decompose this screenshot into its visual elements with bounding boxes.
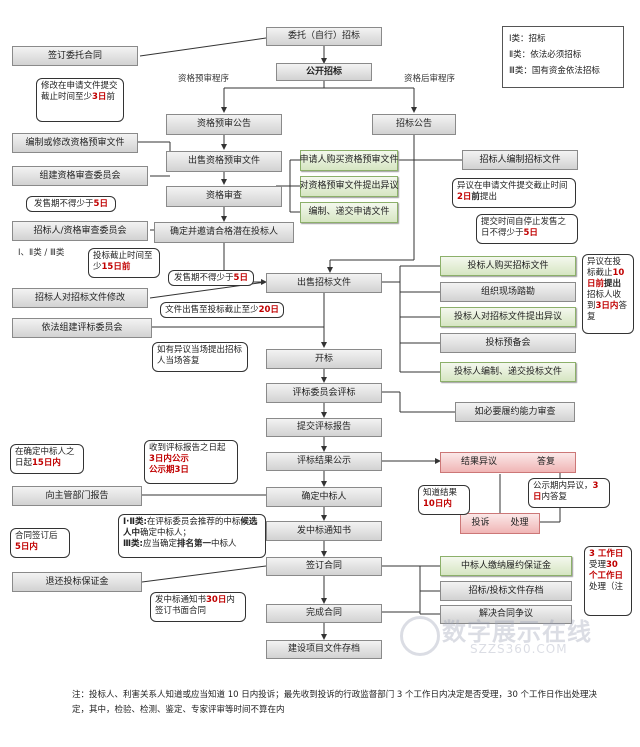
green-bianzhi-toubiao: 投标人编制、递交投标文件: [440, 362, 576, 382]
watermark-text: 数字展示在线: [442, 618, 592, 646]
legend-item-2: Ⅱ类：依法必须招标: [509, 50, 582, 60]
legend-item-3: Ⅲ类：国有资金依法招标: [509, 66, 600, 76]
node-tijiao-baogao: 提交评标报告: [266, 418, 382, 437]
callout-c16: 发中标通知书30日内签订书面合同: [150, 592, 246, 622]
box-lvyue-shencha: 如必要履约能力审查: [455, 402, 575, 422]
callout-c17: 3 工作日受理30 个工作日处理（注: [584, 546, 632, 616]
node-pingbiao-weiyuanhui: 评标委员会评标: [266, 383, 382, 403]
box-zujian-shencha: 组建资格审查委员会: [12, 166, 148, 186]
box-xiugai-zhaobiao: 招标人对招标文件修改: [12, 288, 148, 308]
node-fa-tongzhishu: 发中标通知书: [266, 521, 382, 541]
green-goumai-zhaobiao: 投标人购买招标文件: [440, 256, 576, 276]
callout-c9: 如有异议当场提出招标人当场答复: [152, 342, 248, 372]
node-kaibiao: 开标: [266, 349, 382, 369]
box-xiang-zhuguan: 向主管部门报告: [12, 486, 142, 506]
watermark: 数字展示在线 SZZS360.COM: [400, 612, 630, 660]
watermark-url: SZZS360.COM: [470, 642, 568, 656]
node-queding-zhongbiao: 确定中标人: [266, 487, 382, 507]
red-jieguo-yiyi-label: 结果异议: [460, 457, 497, 467]
node-zige-shencha: 资格审查: [166, 186, 282, 207]
node-qianding-hetong: 签订合同: [266, 557, 382, 576]
box-bianzhi-xiugai: 编制或修改资格预审文件: [12, 133, 138, 153]
box-zujian-pingbiao: 依法组建评标委员会: [12, 318, 152, 338]
green-bianzhi-dijiao: 编制、递交申请文件: [300, 202, 398, 223]
label-prequal: 资格预审程序: [178, 74, 230, 84]
green-zhaobiao-yiyi: 投标人对招标文件提出异议: [440, 307, 576, 327]
box-zuzhi-taka: 组织现场踏勘: [440, 282, 576, 302]
box-toubiao-cundang: 招标/投标文件存档: [440, 581, 572, 601]
label-postqual: 资格后审程序: [404, 74, 456, 84]
callout-c3: 异议在申请文件提交截止时间2日前提出: [452, 178, 576, 208]
node-pingbiao-gongshi: 评标结果公示: [266, 452, 382, 471]
callout-c4: 提交时间自停止发售之日不得少于5日: [476, 214, 578, 244]
node-wancheng-hetong: 完成合同: [266, 604, 382, 623]
node-weituo: 委托（自行）招标: [266, 27, 382, 46]
callout-c5: 投标截止时间至少15日前: [88, 248, 160, 278]
legend-item-1: Ⅰ类：招标: [509, 34, 546, 44]
footer-note: 注：投标人、利害关系人知道或应当知道 10 日内投诉；最先收到投诉的行政监督部门…: [72, 690, 598, 715]
box-tuihuan-baozhengjin: 退还投标保证金: [12, 572, 142, 592]
node-shoumai-zhaobiao: 出售招标文件: [266, 273, 382, 293]
callout-c8: 异议在投标截止10日前提出招标人收到3日内答复: [582, 254, 634, 334]
callout-c14: Ⅰ·Ⅱ类:在评标委员会推荐的中标候选人中确定中标人；Ⅲ类:应当确定排名第一中标人: [118, 514, 266, 558]
node-jianshe-cundang: 建设项目文件存档: [266, 640, 382, 659]
legend: Ⅰ类：招标 Ⅱ类：依法必须招标 Ⅲ类：国有资金依法招标: [502, 26, 624, 88]
box-zhaobiaoren-weiyuanhui: 招标人/资格审查委员会: [12, 221, 148, 241]
node-shoumai-yushen: 出售资格预审文件: [166, 151, 282, 172]
box-toubiao-yubeihui: 投标预备会: [440, 333, 576, 353]
green-tichu-yiyi: 对资格预审文件提出异议: [300, 176, 399, 197]
callout-c2: 发售期不得少于5日: [26, 196, 116, 212]
callout-c7: 文件出售至投标截止至少20日: [160, 302, 284, 318]
label-category: Ⅰ、Ⅱ类 / Ⅲ类: [18, 248, 65, 258]
node-queding-yaoqing: 确定并邀请合格潜在投标人: [154, 222, 294, 243]
red-chuli-label: 处理: [510, 518, 529, 528]
callout-c6: 发售期不得少于5日: [168, 270, 254, 286]
box-jiejue-zhengyi: 解决合同争议: [440, 605, 572, 624]
watermark-logo-icon: [400, 616, 440, 656]
node-gongkai: 公开招标: [276, 63, 372, 81]
callout-c12: 公示期内异议，3日内答复: [528, 478, 610, 508]
red-dafu-label: 答复: [536, 457, 555, 467]
red-tousu: 投诉 处理: [460, 513, 540, 534]
box-bianzhi-zhaobiao: 招标人编制招标文件: [462, 150, 578, 170]
red-tousu-label: 投诉: [471, 518, 490, 528]
red-jieguo-yiyi: 结果异议 答复: [440, 452, 576, 473]
green-shenqing-goumai: 申请人购买资格预审文件: [300, 150, 399, 171]
box-qianding-weituo: 签订委托合同: [12, 46, 138, 66]
node-zige-gonggao: 资格预审公告: [166, 114, 282, 135]
node-zhaobiao-gonggao: 招标公告: [372, 114, 456, 135]
callout-c1: 修改在申请文件提交截止时间至少3日前: [36, 78, 124, 122]
callout-c10: 在确定中标人之日起15日内: [10, 444, 84, 474]
green-jiaona-baozhengjin: 中标人缴纳履约保证金: [440, 556, 572, 576]
